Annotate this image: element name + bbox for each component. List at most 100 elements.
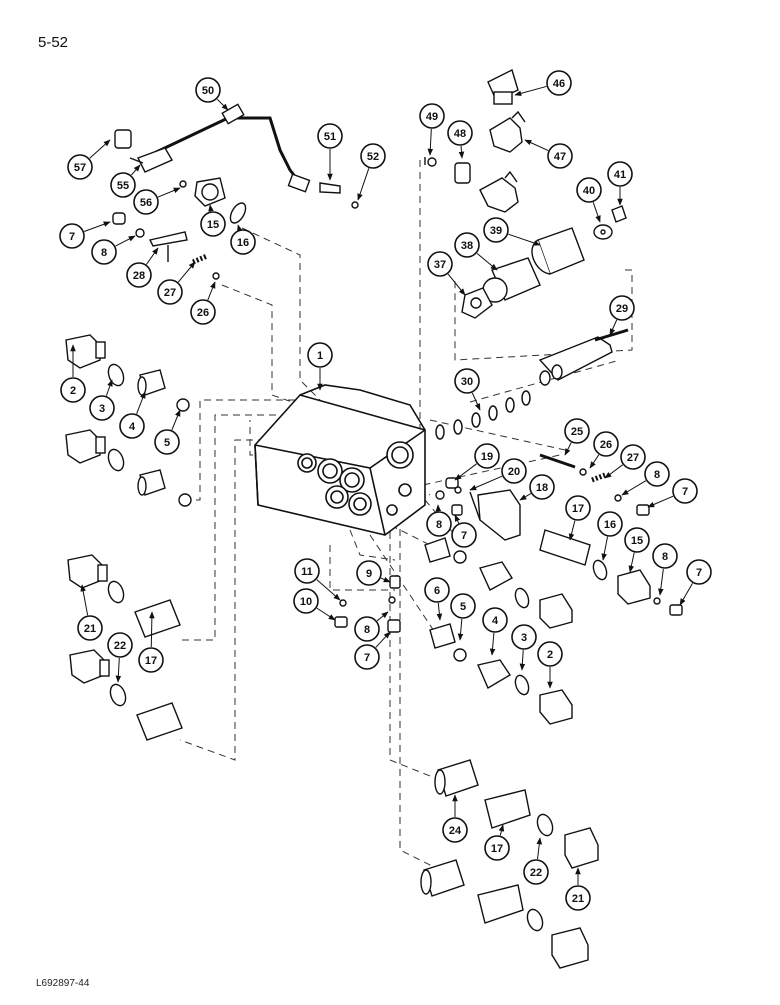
callout-leader bbox=[238, 225, 239, 230]
callout-leader bbox=[470, 476, 502, 490]
callout-number: 7 bbox=[69, 231, 75, 243]
callout-leader bbox=[455, 515, 459, 523]
page-number: 5-52 bbox=[38, 34, 68, 51]
callout-leader bbox=[630, 553, 634, 572]
callout-leader bbox=[146, 248, 158, 264]
callout-48: 48 bbox=[448, 121, 472, 158]
callout-number: 46 bbox=[553, 78, 565, 90]
callout-7: 7 bbox=[452, 515, 476, 547]
callout-leader bbox=[82, 585, 88, 615]
callout-leader bbox=[178, 262, 195, 282]
callout-number: 9 bbox=[366, 568, 372, 580]
callout-number: 48 bbox=[454, 128, 466, 140]
callout-leader bbox=[208, 282, 215, 300]
callout-leader bbox=[131, 165, 140, 175]
callout-number: 55 bbox=[117, 180, 129, 192]
figure-code: L692897-44 bbox=[36, 978, 89, 989]
callout-52: 52 bbox=[358, 144, 385, 200]
top-parts bbox=[113, 70, 628, 385]
callout-18: 18 bbox=[520, 475, 554, 500]
callout-number: 20 bbox=[508, 466, 520, 478]
callout-22: 22 bbox=[524, 838, 548, 884]
callout-30: 30 bbox=[455, 369, 480, 410]
callout-number: 52 bbox=[367, 151, 379, 163]
callout-leader bbox=[622, 481, 646, 495]
callout-25: 25 bbox=[565, 419, 589, 455]
callout-number: 5 bbox=[460, 601, 466, 613]
callout-number: 15 bbox=[207, 219, 219, 231]
callout-21: 21 bbox=[566, 868, 590, 910]
callout-number: 17 bbox=[572, 503, 584, 515]
callout-leader bbox=[660, 569, 663, 595]
callout-number: 18 bbox=[536, 482, 548, 494]
callout-number: 2 bbox=[70, 385, 76, 397]
callout-leader bbox=[590, 455, 599, 468]
callout-27: 27 bbox=[158, 262, 195, 304]
callout-number: 28 bbox=[133, 270, 145, 282]
callout-leader bbox=[90, 140, 110, 158]
valve-body bbox=[255, 385, 425, 535]
callout-leader bbox=[522, 650, 523, 670]
callout-40: 40 bbox=[577, 178, 601, 222]
callout-49: 49 bbox=[420, 104, 444, 155]
callout-3: 3 bbox=[90, 380, 114, 420]
callout-leader bbox=[118, 658, 119, 682]
callout-10: 10 bbox=[294, 589, 335, 620]
callout-leader bbox=[520, 494, 531, 500]
callout-leader bbox=[460, 619, 462, 640]
callout-leader bbox=[106, 380, 112, 396]
callout-number: 22 bbox=[530, 867, 542, 879]
callout-number: 27 bbox=[164, 287, 176, 299]
callout-number: 16 bbox=[237, 237, 249, 249]
callout-leader bbox=[455, 464, 477, 480]
callout-5: 5 bbox=[451, 594, 475, 640]
callout-number: 38 bbox=[461, 240, 473, 252]
callout-number: 1 bbox=[317, 350, 323, 362]
callout-number: 22 bbox=[114, 640, 126, 652]
callout-leader bbox=[680, 583, 693, 605]
callout-leader bbox=[538, 838, 540, 859]
callout-5: 5 bbox=[155, 410, 180, 454]
callout-number: 41 bbox=[614, 169, 626, 181]
callout-leader bbox=[84, 222, 110, 232]
callout-number: 56 bbox=[140, 197, 152, 209]
callout-number: 19 bbox=[481, 451, 493, 463]
callout-leader bbox=[492, 633, 494, 655]
callout-leader bbox=[358, 168, 369, 200]
callout-15: 15 bbox=[625, 528, 649, 572]
callout-number: 37 bbox=[434, 259, 446, 271]
callout-leader bbox=[430, 129, 431, 155]
callout-46: 46 bbox=[515, 71, 571, 95]
callout-6: 6 bbox=[425, 578, 449, 620]
callout-number: 49 bbox=[426, 111, 438, 123]
left-parts bbox=[66, 335, 191, 740]
callout-41: 41 bbox=[608, 162, 632, 205]
callout-number: 26 bbox=[600, 439, 612, 451]
callout-number: 57 bbox=[74, 162, 86, 174]
callout-39: 39 bbox=[484, 218, 540, 245]
callout-leader bbox=[525, 140, 548, 151]
callout-50: 50 bbox=[196, 78, 228, 110]
callout-leader bbox=[593, 202, 600, 222]
callout-leader bbox=[210, 205, 211, 211]
callout-leader bbox=[217, 99, 228, 110]
callout-4: 4 bbox=[120, 392, 145, 438]
callout-number: 7 bbox=[682, 486, 688, 498]
callout-7: 7 bbox=[680, 560, 711, 605]
callout-number: 24 bbox=[449, 825, 462, 837]
callout-2: 2 bbox=[538, 642, 562, 688]
callout-15: 15 bbox=[201, 205, 225, 236]
callout-number: 7 bbox=[461, 530, 467, 542]
callout-55: 55 bbox=[111, 165, 140, 197]
callout-number: 21 bbox=[84, 623, 96, 635]
callout-3: 3 bbox=[512, 625, 536, 670]
callout-number: 21 bbox=[572, 893, 584, 905]
callout-28: 28 bbox=[127, 248, 158, 287]
callout-47: 47 bbox=[525, 140, 572, 168]
callout-leader bbox=[605, 465, 623, 478]
callout-number: 5 bbox=[164, 437, 170, 449]
callout-number: 11 bbox=[301, 566, 313, 578]
callout-leader bbox=[438, 603, 440, 620]
callout-19: 19 bbox=[455, 444, 499, 480]
callout-56: 56 bbox=[134, 188, 180, 214]
